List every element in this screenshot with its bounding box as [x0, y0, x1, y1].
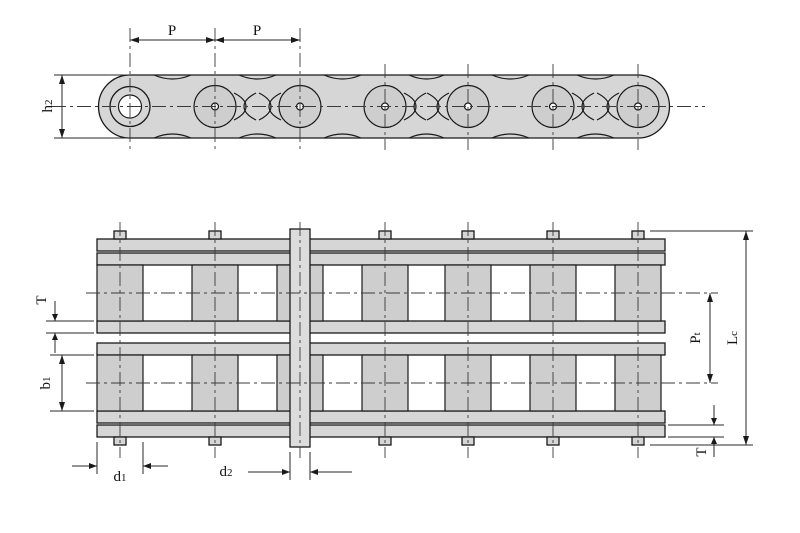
plate-waist [408, 133, 445, 139]
outer-plate-top [96, 238, 666, 252]
plate-waist [153, 74, 192, 80]
dimension-plate-thickness-left [46, 301, 94, 353]
label-sub: 1 [121, 472, 127, 484]
arrowhead [310, 469, 318, 475]
dimension-roller-diameter [72, 442, 168, 474]
label-plate-thickness-right: T [693, 435, 711, 469]
label-text: d [113, 469, 122, 485]
plate-waist [491, 133, 530, 139]
arrowhead [743, 231, 749, 240]
label-text: P [688, 335, 704, 344]
label-text: h [40, 105, 56, 113]
dimension-inner-width [50, 354, 94, 412]
arrowhead [291, 37, 300, 43]
label-text: b [38, 382, 54, 390]
arrowhead [743, 436, 749, 445]
arrowhead [130, 37, 139, 43]
arrowhead [215, 37, 224, 43]
inner-plate-top [96, 252, 666, 266]
arrowhead [89, 463, 97, 469]
label-sub: c [728, 330, 740, 336]
bottom-view-plan [46, 222, 753, 480]
label-pitch-1: P [155, 22, 189, 40]
pin-full-elevation [289, 228, 311, 448]
label-pitch-2: P [240, 22, 274, 40]
dimension-pitch [130, 37, 300, 43]
dimension-plate-thickness-right [668, 405, 724, 457]
inner-plate-mid-1 [96, 320, 666, 334]
label-text: P [167, 23, 177, 39]
label-sub: t [691, 332, 703, 336]
arrowhead [59, 355, 65, 364]
plate-waist [238, 133, 277, 139]
plate-waist [491, 74, 530, 80]
plate-waist [576, 74, 615, 80]
dimension-plate-height [54, 74, 129, 139]
label-plate-thickness-left: T [33, 283, 51, 317]
label-text: L [725, 335, 741, 346]
outer-plate-bottom [96, 424, 666, 438]
arrowhead [52, 314, 58, 321]
arrowhead [711, 437, 717, 444]
top-view-centerlines [52, 28, 705, 150]
arrowhead [711, 418, 717, 425]
inner-plate-mid-2 [96, 342, 666, 356]
arrowhead [707, 293, 713, 302]
dimension-pin-length [650, 230, 753, 446]
label-text: T [694, 447, 710, 457]
plate-waist [576, 133, 615, 139]
plate-waist [238, 74, 277, 80]
dimension-transverse-pitch [707, 293, 713, 383]
label-sub: 2 [43, 99, 55, 106]
plate-contour [243, 92, 257, 121]
label-text: T [34, 295, 50, 305]
arrowhead [59, 129, 65, 138]
plate-waist [323, 133, 362, 139]
arrowhead [59, 75, 65, 84]
arrowhead [52, 333, 58, 340]
inner-plate-bottom [96, 410, 666, 424]
arrowhead [707, 374, 713, 383]
plate-waist [323, 74, 362, 80]
bottom-view-centerlines [86, 222, 718, 458]
arrowhead [143, 463, 151, 469]
label-text: d [219, 464, 228, 480]
plate-contour [268, 92, 282, 121]
arrowhead [282, 469, 290, 475]
label-sub: 2 [227, 467, 233, 479]
arrowhead [59, 402, 65, 411]
top-view-side-elevation [52, 28, 705, 150]
dimension-pin-diameter [248, 452, 352, 480]
label-sub: 1 [41, 376, 53, 383]
arrowhead [206, 37, 215, 43]
plate-waist [408, 74, 445, 80]
label-text: P [252, 23, 262, 39]
plate-waist [153, 133, 192, 139]
